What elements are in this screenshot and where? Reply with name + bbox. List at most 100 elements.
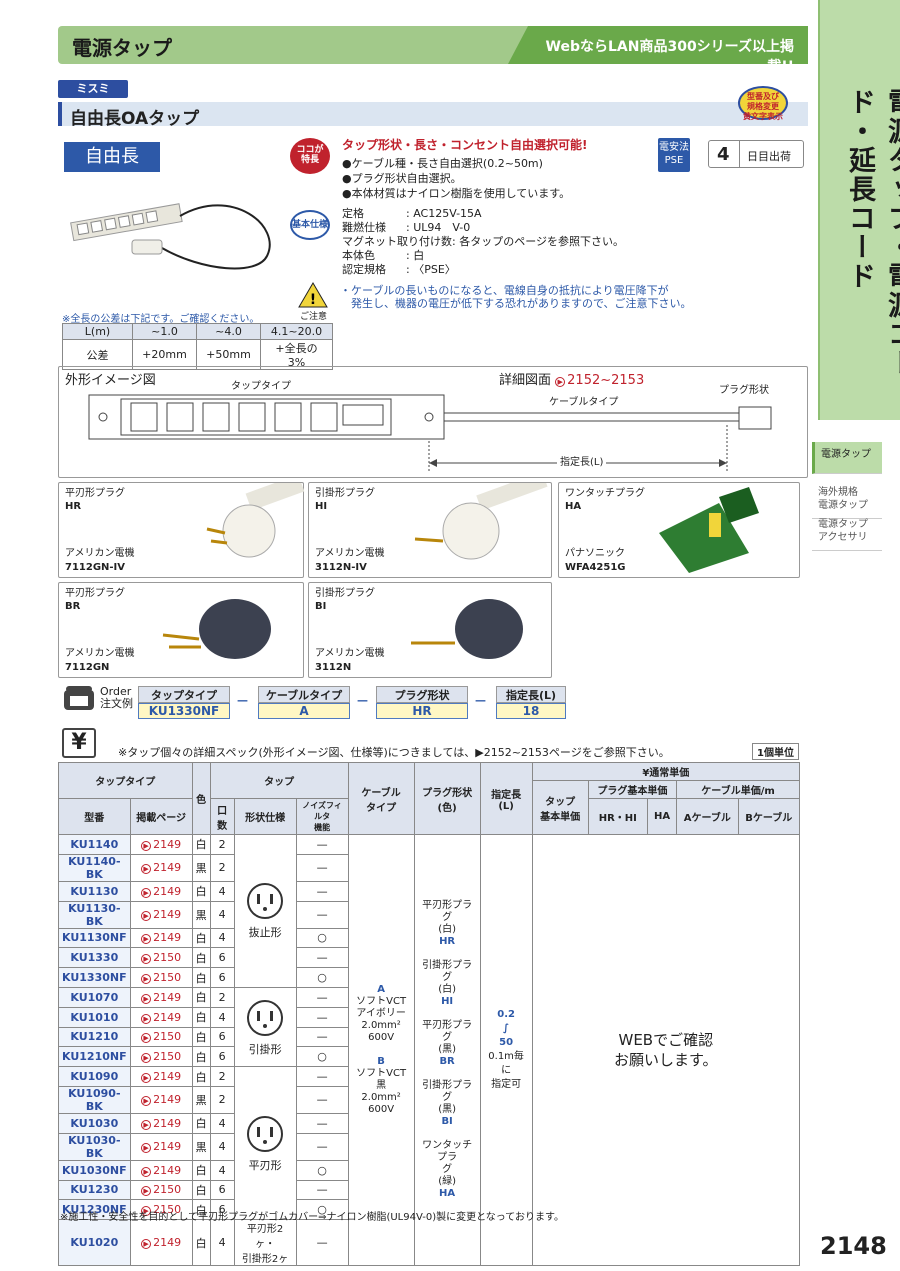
plug-maker: アメリカン電機 (65, 648, 135, 659)
th-color: 色 (191, 762, 211, 835)
noise-cell: — (295, 1026, 349, 1048)
th-shape: 形状仕様 (233, 798, 297, 835)
page-link[interactable]: ▶2150 (129, 947, 193, 969)
detail-link[interactable]: ▶2152~2153 (555, 373, 644, 388)
cable-type-label: ケーブルタイプ (549, 397, 619, 408)
page-link[interactable]: ▶2149 (129, 880, 193, 902)
page-number: 2148 (820, 1232, 887, 1260)
page-link[interactable]: ▶2149 (129, 986, 193, 1008)
color-cell: 白 (191, 967, 211, 988)
ship-days-number: 4 (717, 144, 730, 165)
cable-a-desc: ソフトVCT アイボリー 2.0mm² 600V (356, 996, 407, 1044)
color-cell: 白 (191, 1219, 211, 1267)
tol-head: ~1.0 (132, 323, 197, 340)
side-menu-overseas[interactable]: 海外規格 電源タップ (812, 480, 882, 519)
shape-cell: 平刃形 (233, 1066, 297, 1221)
color-cell: 白 (191, 1066, 211, 1087)
ports-cell: 6 (209, 947, 235, 969)
page-link[interactable]: ▶2149 (129, 1006, 193, 1028)
page-ref: 2150 (153, 1183, 182, 1197)
detail-label: 詳細図面 ▶2152~2153 (499, 369, 644, 388)
plug-cell: 平刃形プラグ (白) HR 引掛形プラグ (白) HI 平刃形プラグ (黒) B… (413, 833, 481, 1267)
noise-cell: — (295, 986, 349, 1008)
plug-title: 引掛形プラグ (315, 488, 375, 499)
shape-cell: 引掛形 (233, 986, 297, 1068)
tol-cell: +全長の3% (260, 339, 333, 370)
shape-label: 引掛形 (248, 1042, 282, 1056)
noise-cell: — (295, 880, 349, 902)
tol-head: 4.1~20.0 (260, 323, 333, 340)
page-link[interactable]: ▶2149 (129, 1219, 193, 1267)
ports-cell: 2 (209, 1066, 235, 1087)
th-model: 型番 (58, 798, 131, 835)
ports-cell: 4 (209, 1006, 235, 1028)
color-cell: 白 (191, 1179, 211, 1201)
plug-opt-code: HA (439, 1188, 456, 1200)
page-link[interactable]: ▶2149 (129, 1112, 193, 1134)
model-cell: KU1140-BK (58, 853, 131, 882)
page-ref: 2149 (153, 990, 182, 1004)
page-link[interactable]: ▶2150 (129, 1046, 193, 1068)
ports-cell: 6 (209, 967, 235, 988)
page-link[interactable]: ▶2150 (129, 967, 193, 988)
side-menu-accessory[interactable]: 電源タップ アクセサリ (812, 512, 882, 551)
ports-cell: 6 (209, 1179, 235, 1201)
spec-value: : 白 (406, 249, 425, 262)
th-ports: 口数 (209, 798, 235, 835)
noise-cell: — (295, 834, 349, 855)
page-link[interactable]: ▶2150 (129, 1199, 193, 1221)
side-menu-power-tap[interactable]: 電源タップ (812, 442, 882, 474)
page-link[interactable]: ▶2150 (129, 1179, 193, 1201)
plug-code: BR (65, 601, 81, 612)
page-link[interactable]: ▶2150 (129, 1026, 193, 1048)
model-cell: KU1030NF (58, 1159, 131, 1181)
plug-maker: パナソニック (565, 548, 625, 559)
plug-opt-desc: 引掛形プラグ (白) (422, 960, 473, 996)
shape-label: 平刃形2ヶ・ 引掛形2ヶ (241, 1224, 289, 1266)
pse-line1: 電安法 (659, 142, 689, 153)
th-cableunit: ケーブル単価/m (676, 780, 800, 799)
product-name: 自由長OAタップ (58, 102, 808, 129)
page-link[interactable]: ▶2149 (129, 1085, 193, 1114)
web-price-text: WEBでご確認 お願いします。 (614, 1031, 718, 1070)
side-index-tab[interactable]: 電源タップ・電源コード・延長コード (818, 0, 900, 420)
plug-opt-desc: ワンタッチプラ グ (緑) (422, 1140, 473, 1188)
cable-a-code: A (377, 984, 385, 996)
page-link[interactable]: ▶2149 (129, 927, 193, 949)
external-diagram: 外形イメージ図 タップタイプ 詳細図面 ▶2152~2153 プラグ形状 ケーブ… (58, 366, 808, 478)
ports-cell: 6 (209, 1046, 235, 1068)
page-link[interactable]: ▶2149 (129, 1066, 193, 1087)
plug-br-image (162, 599, 271, 659)
color-cell: 白 (191, 947, 211, 969)
caution-text: ・ケーブルの長いものになると、電線自身の抵抗により電圧降下が 発生し、機器の電圧… (340, 284, 692, 310)
page-link[interactable]: ▶2149 (129, 834, 193, 855)
page-ref: 2149 (153, 1236, 182, 1250)
price-table: タップタイプ 色 タップ ケーブル タイプ プラグ形状 (色) 指定長 (L) … (58, 762, 801, 1267)
plug-ha-image (659, 487, 759, 573)
spec-value: : UL94 V-0 (406, 221, 471, 234)
th-page: 掲載ページ (129, 798, 193, 835)
page-link[interactable]: ▶2149 (129, 1132, 193, 1161)
spec-list: 定格: AC125V-15A 難燃仕様: UL94 V-0 マグネット取り付け数… (342, 207, 624, 277)
page-link[interactable]: ▶2149 (129, 1159, 193, 1181)
free-length-tag: 自由長 (64, 142, 160, 172)
page-ref: 2149 (153, 1093, 182, 1107)
page-link[interactable]: ▶2149 (129, 900, 193, 929)
model-cell: KU1030 (58, 1112, 131, 1134)
order-head: プラグ形状 (376, 686, 468, 703)
noise-cell: — (295, 1179, 349, 1201)
spec-change-badge: 型番及び 規格変更 黄文字表示 (738, 86, 788, 121)
page-link[interactable]: ▶2149 (129, 853, 193, 882)
page-ref: 2149 (153, 1010, 182, 1024)
th-acable: Aケーブル (676, 798, 739, 835)
feature-headline: タップ形状・長さ・コンセント自由選択可能! (342, 138, 588, 152)
phone-icon (62, 684, 96, 714)
th-plug: プラグ形状 (色) (413, 762, 481, 835)
